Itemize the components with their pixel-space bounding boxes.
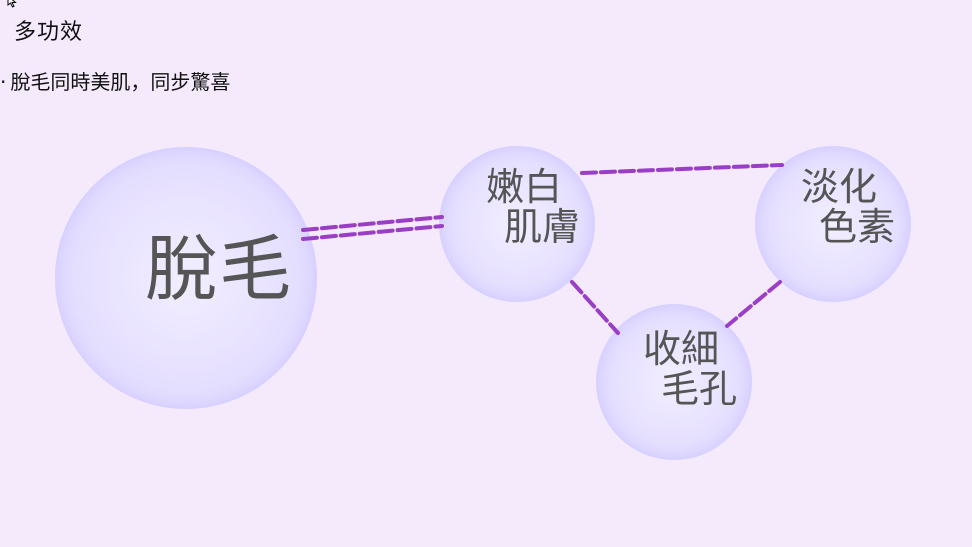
connector-pigment-pores xyxy=(725,280,782,328)
mouse-cursor-icon xyxy=(7,0,17,8)
subtitle-text: 脫毛同時美肌，同步驚喜 xyxy=(10,70,231,94)
connector-main-whitening-a xyxy=(301,215,444,232)
subtitle: ·脫毛同時美肌，同步驚喜 xyxy=(0,66,230,95)
bubble-pores xyxy=(596,304,752,460)
page-title: 多功效 xyxy=(14,20,84,45)
bubble-pigment xyxy=(755,146,911,302)
label-main-text: 脫毛 xyxy=(145,227,294,311)
label-pigment-line2: 色素 xyxy=(819,204,896,249)
label-whitening: 嫩白 肌膚 xyxy=(486,165,581,249)
label-pigment-line1: 淡化 xyxy=(801,165,878,209)
connector-whitening-pores xyxy=(570,280,620,335)
label-pores: 收細 毛孔 xyxy=(643,327,738,411)
label-pores-line1: 收細 xyxy=(643,327,720,371)
label-whitening-line2: 肌膚 xyxy=(504,204,581,249)
label-pigment: 淡化 色素 xyxy=(801,165,896,249)
label-pores-line2: 毛孔 xyxy=(661,366,738,411)
bubble-whitening xyxy=(439,146,595,302)
connector-main-whitening-b xyxy=(301,224,444,241)
bubble-main xyxy=(55,147,317,409)
connector-whitening-pigment xyxy=(580,163,784,175)
label-whitening-line1: 嫩白 xyxy=(486,165,563,209)
label-main: 脫毛 xyxy=(145,231,293,308)
bullet-marker: · xyxy=(0,70,7,94)
